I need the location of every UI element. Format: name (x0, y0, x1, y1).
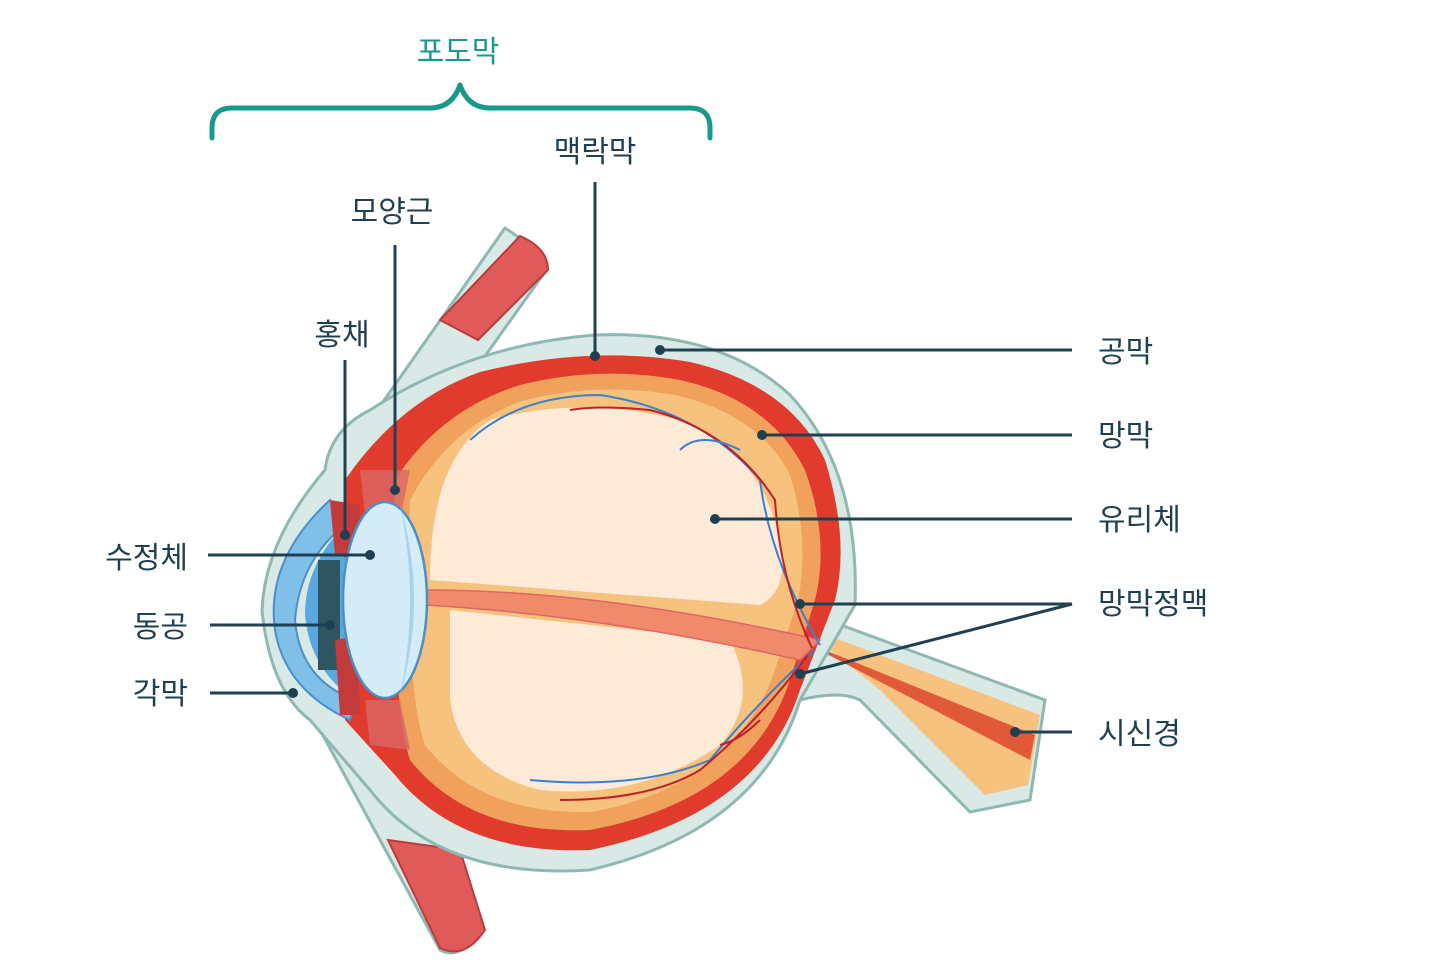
label-choroid: 맥락막 (554, 135, 637, 170)
label-sclera: 공막 (1098, 335, 1153, 370)
retinal-vessels (469, 393, 821, 801)
label-retinal-vein: 망막정맥 (1098, 587, 1208, 622)
label-retina: 망막 (1098, 419, 1153, 454)
vitreous-upper (430, 407, 783, 605)
group-brace (209, 82, 713, 141)
label-ciliary-muscle: 모양근 (351, 195, 434, 230)
label-cornea: 각막 (133, 677, 188, 712)
label-lens: 수정체 (105, 541, 188, 576)
inferior-muscle (317, 723, 487, 955)
label-optic-nerve: 시신경 (1098, 717, 1181, 752)
group-label: 포도막 (417, 35, 500, 70)
pupil-shape (318, 560, 340, 670)
label-vitreous: 유리체 (1098, 503, 1181, 538)
vitreous-lower (450, 610, 743, 792)
label-iris: 홍채 (314, 318, 369, 353)
label-pupil: 동공 (133, 610, 188, 645)
lens-shape (341, 500, 429, 700)
leader-lines (208, 182, 1073, 737)
